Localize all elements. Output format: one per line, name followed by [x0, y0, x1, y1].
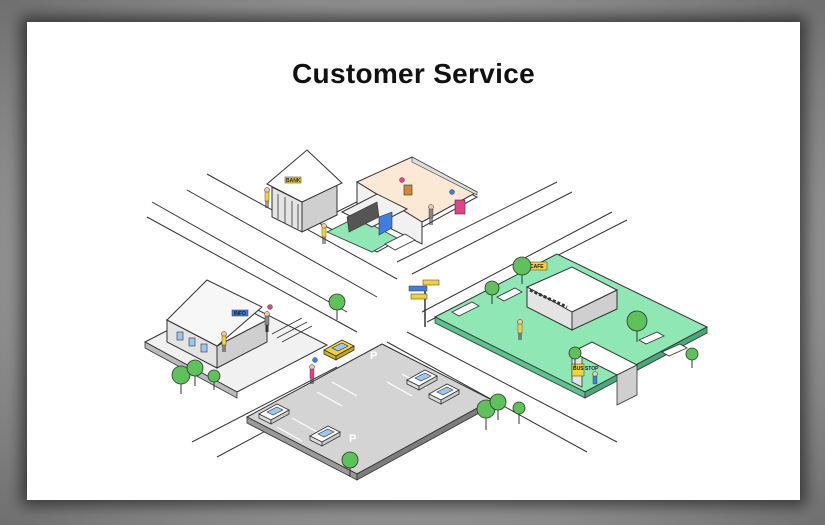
tree: [685, 347, 699, 368]
tree: [484, 280, 500, 304]
person: [592, 371, 598, 385]
isometric-city-illustration: P P: [143, 149, 709, 481]
parking-mark-2: P: [349, 433, 356, 445]
slide-card: Customer Service: [27, 22, 800, 500]
bus-stop: BUS STOP: [570, 341, 639, 406]
tree: [207, 369, 221, 390]
people: [221, 187, 598, 385]
person: [221, 331, 227, 352]
street-signpost: [408, 279, 440, 327]
car-white-2: [428, 383, 460, 405]
tree: [186, 359, 204, 386]
page-title: Customer Service: [292, 58, 535, 89]
cafe-sign: CAFE: [530, 264, 544, 270]
tree: [328, 293, 346, 320]
person: [517, 319, 523, 340]
top-block: BANK: [266, 149, 479, 253]
bank-building: BANK: [266, 149, 343, 233]
left-block-office: INFO: [143, 279, 329, 399]
chat-bubble-icons: [267, 177, 455, 363]
tree: [512, 401, 526, 424]
person: [309, 364, 315, 384]
tree: [512, 256, 532, 284]
person: [264, 311, 270, 332]
tree: [171, 365, 191, 394]
tree: [341, 451, 359, 477]
bus-stop-sign: BUS STOP: [573, 366, 599, 372]
right-block-park: CAFE BUS STOP: [433, 253, 709, 406]
person: [428, 204, 434, 225]
tree: [489, 393, 507, 420]
office-sign: INFO: [234, 311, 246, 317]
cafe-building: CAFE: [525, 261, 619, 331]
tree: [568, 346, 582, 367]
car-white-1: [406, 369, 438, 391]
car-white-3: [258, 403, 290, 425]
bank-sign: BANK: [286, 178, 301, 184]
trees: [171, 256, 699, 477]
car-white-4: [309, 425, 341, 447]
car-yellow: [323, 339, 355, 361]
person: [264, 187, 270, 208]
person: [321, 223, 327, 244]
parking-mark-1: P: [370, 350, 377, 362]
tree: [626, 310, 648, 342]
